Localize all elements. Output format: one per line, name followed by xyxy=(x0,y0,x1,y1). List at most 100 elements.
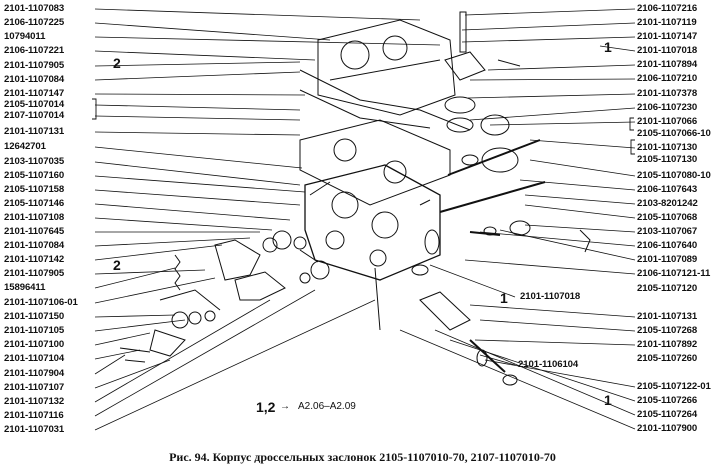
inner-label: 2101-1106104 xyxy=(518,359,579,370)
leader-line xyxy=(94,22,331,41)
part-label-right: 2106-1107216 xyxy=(637,3,698,14)
part-label-left: 2101-1107107 xyxy=(4,382,65,393)
part-label-right: 2105-1107080-10 xyxy=(637,170,711,181)
part-label-right: 2101-1107119 xyxy=(637,17,697,28)
left-pair-bracket xyxy=(92,98,97,120)
part-label-right: 2106-1107210 xyxy=(637,73,698,84)
spring-coil xyxy=(262,237,278,253)
leader-line xyxy=(461,22,636,31)
shaft-nut xyxy=(299,272,311,284)
gasket-hole xyxy=(383,160,407,184)
part-label-right: 2105-1107068 xyxy=(637,212,698,223)
leader-line xyxy=(599,45,636,52)
part-label-right: 2106-1107121-11 xyxy=(637,268,711,279)
leader-line xyxy=(94,131,301,136)
leader-line xyxy=(94,289,316,417)
pump-lever xyxy=(419,291,471,331)
leader-line xyxy=(94,354,126,375)
part-label-left: 2105-1107158 xyxy=(4,184,65,195)
part-label-left: 2101-1107645 xyxy=(4,226,65,237)
reference-text: А2.06–А2.09 xyxy=(298,401,356,412)
leader-line xyxy=(94,71,301,81)
part-label-left: 2101-1107105 xyxy=(4,325,65,336)
leader-line xyxy=(94,314,176,318)
part-label-left: 2101-1107150 xyxy=(4,311,65,322)
leader-line xyxy=(469,78,636,81)
leader-line xyxy=(479,319,636,332)
figure-caption: Рис. 94. Корпус дроссельных заслонок 210… xyxy=(169,450,556,464)
leader-line xyxy=(467,93,636,99)
plug xyxy=(483,226,497,236)
leader-line xyxy=(94,93,306,96)
throttle-bore xyxy=(325,230,345,250)
leader-line xyxy=(94,359,171,389)
pump-cover xyxy=(444,51,486,81)
part-label-right: 2105-1107122-01 xyxy=(637,381,711,392)
part-label-right: 2103-8201242 xyxy=(637,198,698,209)
part-label-left: 2101-1107142 xyxy=(4,254,65,265)
group-mark: 2 xyxy=(113,257,121,273)
leader-line xyxy=(434,329,636,416)
part-label-left: 2101-1107131 xyxy=(4,126,65,137)
part-label-right: 2101-1107089 xyxy=(637,254,698,265)
part-label-right: 2101-1107147 xyxy=(637,31,698,42)
part-label-left: 2101-1107104 xyxy=(4,353,65,364)
leader-line xyxy=(94,50,316,61)
part-label-left: 2101-1107116 xyxy=(4,410,64,421)
leader-line xyxy=(469,107,636,121)
part-label-left: 10794011 xyxy=(4,31,46,42)
link-plate xyxy=(149,329,186,357)
part-label-right: 2101-1107900 xyxy=(637,423,698,434)
shaft-nut xyxy=(310,260,330,280)
leader-line xyxy=(94,146,303,169)
part-label-right: 2106-1107643 xyxy=(637,184,698,195)
part-label-left: 2101-1107108 xyxy=(4,212,65,223)
part-label-left: 2101-1107147 xyxy=(4,88,65,99)
right-pair-bracket xyxy=(629,117,634,131)
leader-line xyxy=(94,237,251,247)
parts-drawing xyxy=(119,11,591,386)
spring xyxy=(174,254,181,291)
part-label-right: 2105-1107266 xyxy=(637,395,698,406)
plug xyxy=(476,349,488,367)
leader-line xyxy=(94,161,301,186)
leader-line xyxy=(479,354,516,366)
part-label-right: 2105-1107260 xyxy=(637,353,698,364)
washer xyxy=(171,311,189,329)
jet-tip xyxy=(502,374,518,386)
part-label-right: 2105-1107268 xyxy=(637,325,698,336)
lever-arm xyxy=(234,271,286,301)
part-label-left: 2101-1107132 xyxy=(4,396,65,407)
part-label-left: 2105-1107014 xyxy=(4,99,65,110)
top-link xyxy=(299,69,471,131)
part-label-left: 2105-1107146 xyxy=(4,198,65,209)
leader-line xyxy=(429,264,516,298)
leader-line xyxy=(529,139,636,149)
link-rod xyxy=(159,289,221,311)
screw xyxy=(374,267,381,331)
part-label-left: 2106-1107221 xyxy=(4,45,65,56)
part-label-right: 2101-1107131 xyxy=(637,311,698,322)
leader-line xyxy=(464,8,636,16)
part-label-left: 2101-1107083 xyxy=(4,3,65,14)
top-cover-bore xyxy=(340,40,370,70)
part-label-left: 2101-1107905 xyxy=(4,268,65,279)
brackets xyxy=(92,98,635,155)
leader-line xyxy=(94,277,216,304)
idle-valve xyxy=(411,264,429,276)
leader-line xyxy=(94,269,206,275)
part-label-left: 2101-1107031 xyxy=(4,424,65,435)
leader-line xyxy=(519,179,636,191)
top-cover-plate xyxy=(317,19,456,116)
throttle-shaft xyxy=(447,139,541,176)
part-label-left: 2101-1107084 xyxy=(4,74,65,85)
leader-line xyxy=(94,349,141,360)
part-label-right: 2105-1107120 xyxy=(637,283,698,294)
group-mark: 1 xyxy=(604,392,612,408)
leader-line xyxy=(529,159,636,177)
leader-line xyxy=(94,217,273,231)
part-label-right: 2105-1107066-10 xyxy=(637,128,711,139)
leader-line xyxy=(524,194,636,205)
part-label-right: 2106-1107230 xyxy=(637,102,698,113)
